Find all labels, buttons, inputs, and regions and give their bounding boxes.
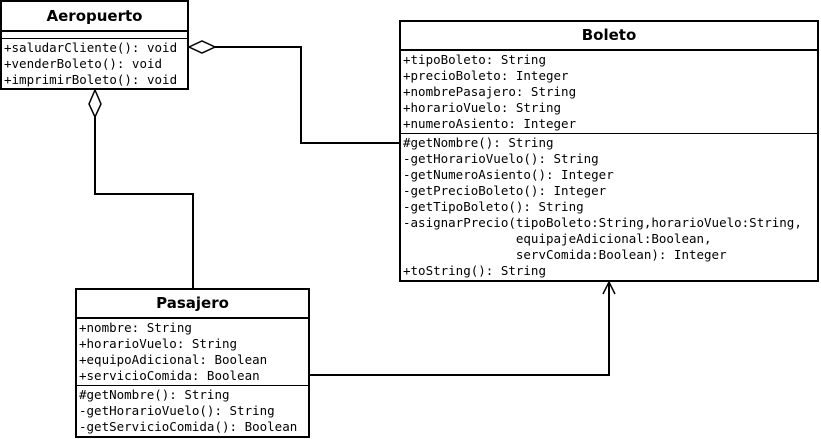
method: equipajeAdicional:Boolean,: [403, 231, 712, 246]
method: #getNombre(): String: [79, 387, 230, 402]
method: -getPrecioBoleto(): Integer: [403, 183, 607, 198]
attribute: +servicioComida: Boolean: [79, 368, 260, 383]
attributes-section: [2, 32, 187, 39]
method: +saludarCliente(): void: [4, 40, 178, 55]
methods-section: #getNombre(): String -getHorarioVuelo():…: [77, 386, 308, 435]
attributes-section: +tipoBoleto: String +precioBoleto: Integ…: [401, 51, 817, 134]
method: -getNumeroAsiento(): Integer: [403, 167, 614, 182]
attribute: +horarioVuelo: String: [403, 100, 562, 115]
class-boleto: Boleto +tipoBoleto: String +precioBoleto…: [399, 20, 819, 282]
attribute: +nombrePasajero: String: [403, 84, 577, 99]
arrowhead-icon: [602, 280, 616, 295]
method: +imprimirBoleto(): void: [4, 72, 178, 87]
method: -getHorarioVuelo(): String: [79, 403, 275, 418]
class-name: Boleto: [401, 22, 817, 51]
attribute: +nombre: String: [79, 320, 192, 335]
attribute: +precioBoleto: Integer: [403, 68, 569, 83]
method: +toString(): String: [403, 263, 546, 278]
attribute: +equipoAdicional: Boolean: [79, 352, 268, 367]
aggregation-aeropuerto-pasajero: [94, 117, 194, 288]
method: -getHorarioVuelo(): String: [403, 151, 599, 166]
aggregation-diamond-icon: [187, 40, 217, 54]
attribute: +numeroAsiento: Integer: [403, 116, 577, 131]
aggregation-diamond-icon: [88, 88, 102, 119]
method: -getServicioComida(): Boolean: [79, 419, 298, 434]
method: servComida:Boolean): Integer: [403, 247, 727, 262]
methods-section: #getNombre(): String -getHorarioVuelo():…: [401, 134, 817, 279]
aggregation-aeropuerto-boleto: [215, 46, 400, 144]
method: -asignarPrecio(tipoBoleto:String,horario…: [403, 215, 802, 230]
class-pasajero: Pasajero +nombre: String +horarioVuelo: …: [75, 288, 310, 438]
attribute: +tipoBoleto: String: [403, 52, 546, 67]
method: -getTipoBoleto(): String: [403, 199, 584, 214]
class-aeropuerto: Aeropuerto +saludarCliente(): void +vend…: [0, 0, 189, 90]
attributes-section: +nombre: String +horarioVuelo: String +e…: [77, 319, 308, 386]
method: #getNombre(): String: [403, 135, 554, 150]
attribute: +horarioVuelo: String: [79, 336, 238, 351]
methods-section: +saludarCliente(): void +venderBoleto():…: [2, 39, 187, 88]
association-pasajero-boleto: [309, 283, 610, 376]
method: +venderBoleto(): void: [4, 56, 163, 71]
class-name: Aeropuerto: [2, 2, 187, 32]
class-name: Pasajero: [77, 290, 308, 319]
